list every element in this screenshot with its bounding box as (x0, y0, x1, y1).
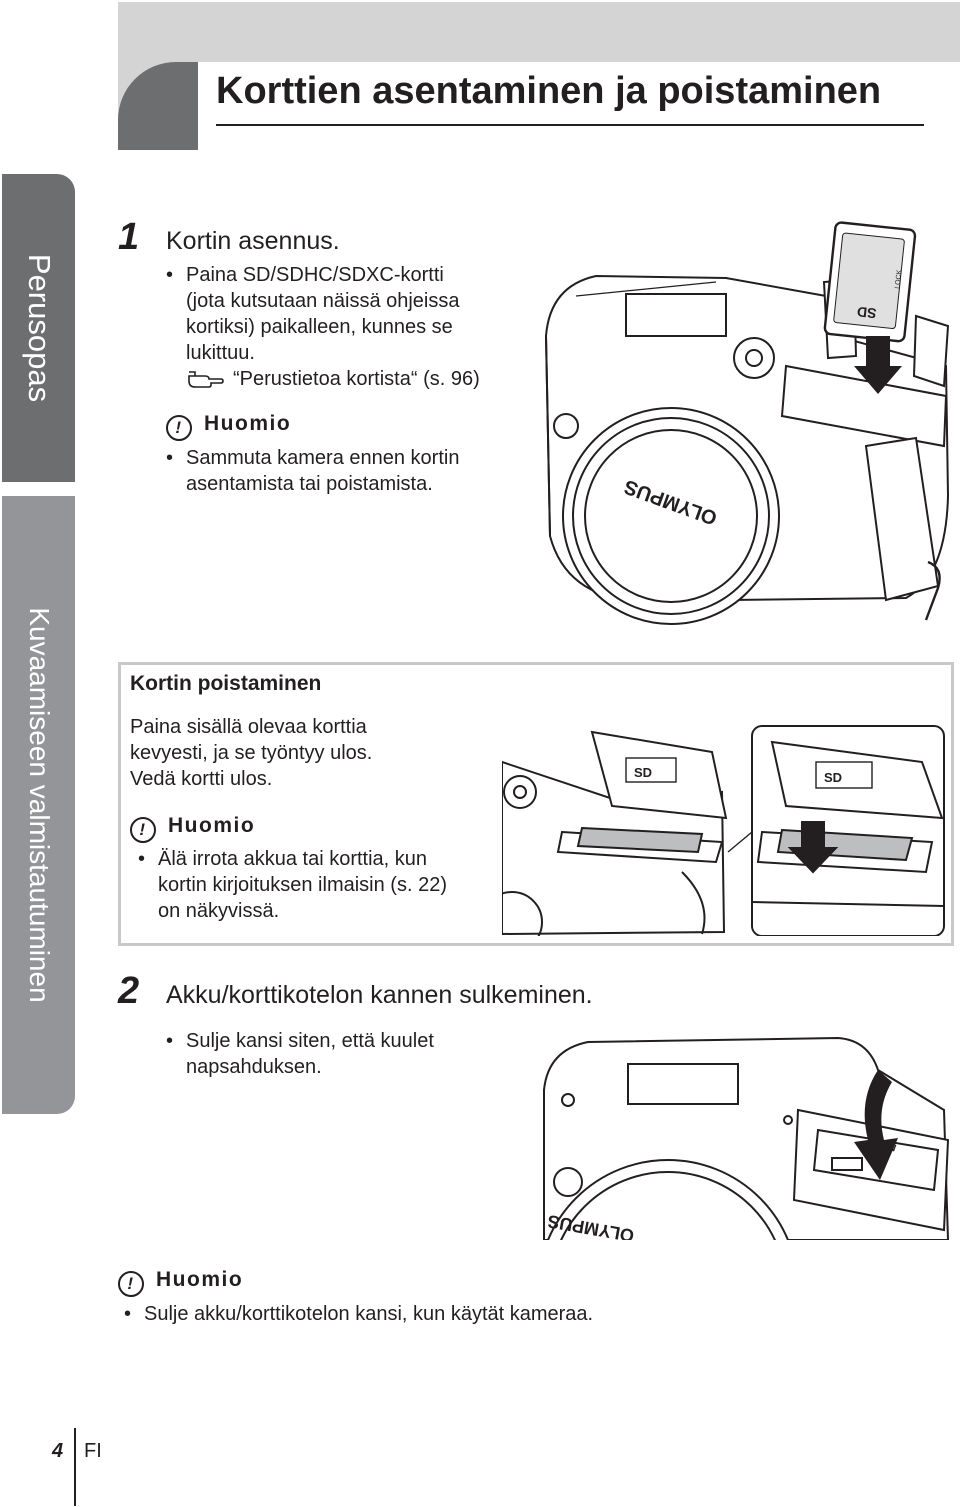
card-lock-label: LOCK (894, 269, 903, 289)
note-heading-text: Huomio (156, 1268, 244, 1291)
side-tab-label: Kuvaamiseen valmistautuminen (23, 607, 55, 1003)
bullet-line: kortiksi) paikalleen, kunnes se (186, 316, 453, 338)
bullet-line: (jota kutsutaan näissä ohjeissa (186, 290, 460, 312)
page-number: 4 (52, 1440, 64, 1462)
camera-cover-close-illustration: OPEN OLYMPUS (537, 1030, 954, 1421)
slot-card-label: SD (634, 765, 652, 780)
removal-line: Paina sisällä olevaa korttia (130, 716, 367, 738)
bullet-dot: • (166, 1030, 174, 1052)
footer-rule (74, 1428, 76, 1506)
bullet-dot: • (166, 264, 174, 286)
warning-icon: ! (118, 1271, 144, 1297)
bullet-dot: • (166, 447, 174, 469)
warning-icon: ! (166, 415, 192, 441)
bullet-line: napsahduksen. (186, 1056, 322, 1078)
bullet-line: lukittuu. (186, 342, 255, 364)
note-heading-text: Huomio (168, 814, 256, 837)
note-heading: ! Huomio (166, 412, 291, 441)
removal-line: kevyesti, ja se työntyy ulos. (130, 742, 373, 764)
bullet-line: Sulje kansi siten, että kuulet (186, 1030, 434, 1052)
note-line: asentamista tai poistamista. (186, 473, 433, 495)
note-line: Älä irrota akkua tai korttia, kun (158, 848, 428, 870)
side-tab-kuvaamiseen[interactable]: Kuvaamiseen valmistautuminen (2, 496, 75, 1114)
header-title-area (198, 62, 960, 150)
page-title: Korttien asentaminen ja poistaminen (216, 70, 882, 112)
title-underline (216, 124, 924, 126)
side-tab-label: Perusopas (21, 253, 57, 403)
slot-card-label: SD (824, 770, 842, 785)
step-title: Kortin asennus. (166, 227, 340, 255)
note-heading: ! Huomio (130, 814, 255, 843)
note-line: Sammuta kamera ennen kortin (186, 447, 460, 469)
card-label: SD (856, 304, 877, 322)
note-line: on näkyvissä. (158, 900, 280, 922)
step-number: 1 (118, 216, 140, 258)
camera-card-insert-illustration: SD LOCK OLYMPUS (536, 216, 954, 641)
step-number: 2 (118, 970, 140, 1012)
bullet-dot: • (124, 1303, 132, 1325)
side-tab-perusopas[interactable]: Perusopas (2, 174, 75, 482)
reference-pointer-icon (187, 368, 225, 395)
bullet-line: Paina SD/SDHC/SDXC-kortti (186, 264, 444, 286)
note-line: Sulje akku/korttikotelon kansi, kun käyt… (144, 1303, 594, 1325)
removal-body: Paina sisällä olevaa korttia kevyesti, j… (130, 714, 372, 792)
note-heading-text: Huomio (204, 412, 292, 435)
language-code: FI (84, 1440, 102, 1462)
card-slot-illustration: SD SD (481, 722, 950, 953)
removal-title: Kortin poistaminen (130, 672, 322, 695)
note-heading: ! Huomio (118, 1268, 243, 1297)
bullet-dot: • (138, 848, 146, 870)
reference-link[interactable]: “Perustietoa kortista“ (s. 96) (233, 368, 480, 390)
step-title: Akku/korttikotelon kannen sulkeminen. (166, 981, 593, 1009)
removal-line: Vedä kortti ulos. (130, 768, 273, 790)
warning-icon: ! (130, 817, 156, 843)
note-line: kortin kirjoituksen ilmaisin (s. 22) (158, 874, 447, 896)
